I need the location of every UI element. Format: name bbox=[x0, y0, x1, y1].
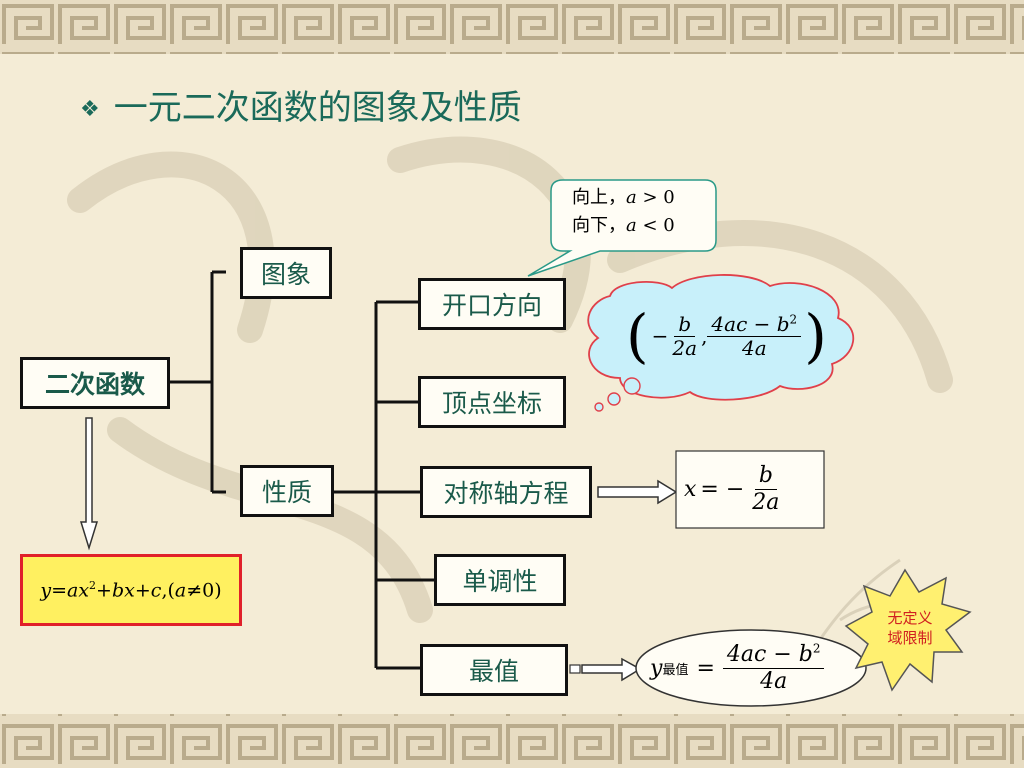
page-title: ❖ 一元二次函数的图象及性质 bbox=[80, 80, 522, 129]
node-root: 二次函数 bbox=[20, 357, 170, 409]
opening-callout-line2: 向下，a < 0 bbox=[572, 215, 675, 236]
constraint-starburst bbox=[844, 568, 972, 692]
constraint-note: 无定义 域限制 bbox=[887, 609, 933, 647]
general-form-box: y=ax2+bx+c,(a≠0) bbox=[20, 554, 242, 626]
node-opening: 开口方向 bbox=[418, 278, 566, 330]
top-border-pattern bbox=[0, 0, 1024, 54]
node-extreme: 最值 bbox=[420, 644, 568, 696]
vertex-thought-cloud bbox=[587, 274, 855, 401]
opening-callout-bubble bbox=[527, 179, 717, 277]
node-properties: 性质 bbox=[240, 465, 334, 517]
opening-callout-text: 向上，a > 0 向下，a < 0 bbox=[572, 184, 675, 240]
opening-callout-line1: 向上，a > 0 bbox=[572, 187, 675, 208]
extreme-arrow bbox=[581, 657, 642, 682]
node-monotonic: 单调性 bbox=[434, 554, 566, 606]
down-arrow bbox=[79, 417, 99, 551]
axis-arrow bbox=[597, 479, 678, 505]
axis-formula-box bbox=[675, 450, 825, 529]
node-axis: 对称轴方程 bbox=[420, 466, 592, 518]
node-vertex: 顶点坐标 bbox=[418, 376, 566, 428]
diamond-bullet-icon: ❖ bbox=[80, 97, 100, 122]
bottom-border-pattern bbox=[0, 714, 1024, 768]
node-image: 图象 bbox=[240, 247, 332, 299]
page-title-text: 一元二次函数的图象及性质 bbox=[113, 88, 522, 128]
general-form-formula: y=ax2+bx+c,(a≠0) bbox=[40, 578, 222, 602]
